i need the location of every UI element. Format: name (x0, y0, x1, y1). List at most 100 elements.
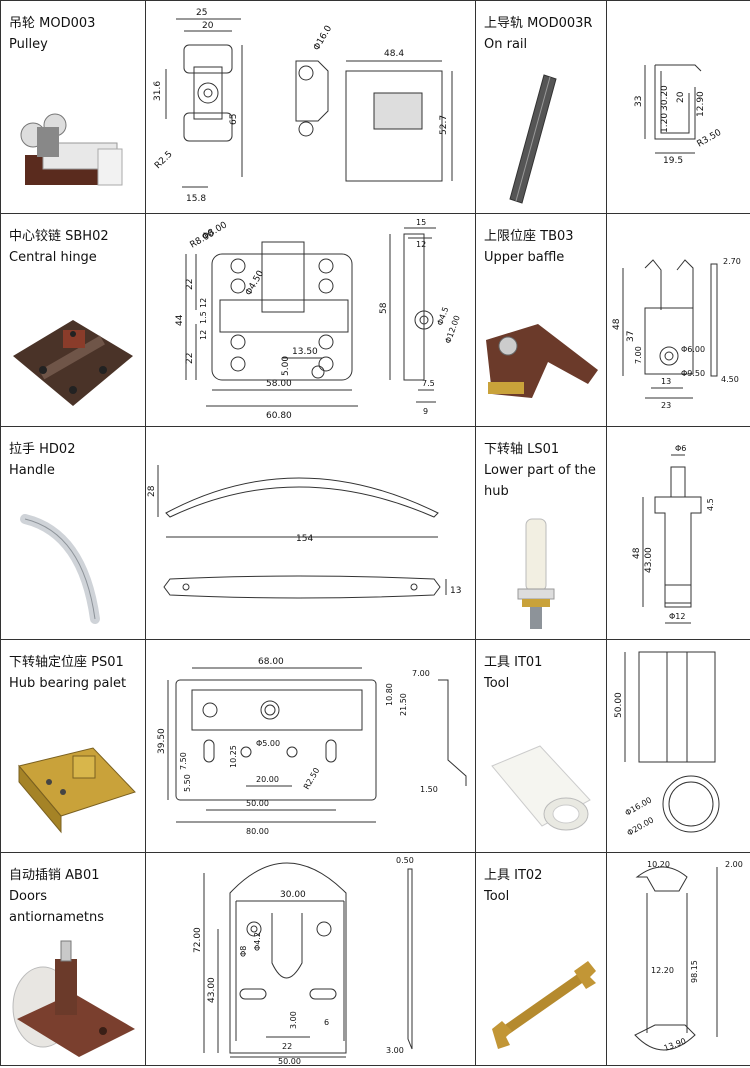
dim-label: 13 (661, 377, 671, 386)
dim-label: 13.90 (663, 1037, 688, 1053)
dim-label: 12 (199, 298, 208, 308)
product-en-name: Lower part of the hub (484, 463, 596, 499)
dim-label: Φ5.00 (256, 739, 280, 748)
dim-label: 98.15 (690, 960, 699, 983)
dim-label: 48 (632, 547, 642, 559)
dim-label: 52.7 (439, 115, 449, 135)
table-row: 自动插销 AB01 Doors antiornametns 0.50 30.00 (0, 852, 750, 1066)
product-cell-pulley: 吊轮 MOD003 Pulley (0, 0, 146, 214)
product-zh-name: 上导轨 MOD003R (484, 16, 593, 31)
product-zh-name: 中心铰链 SBH02 (9, 229, 109, 244)
dim-label: 6 (324, 1018, 329, 1027)
dim-label: 10.20 (647, 860, 670, 869)
dim-label: Φ16.0 (312, 24, 334, 53)
drawing-cell-pulley: 25 20 31.6 65 R2.5 15.8 48.4 Φ16.0 52.7 (145, 0, 476, 214)
dim-label: 7.5 (422, 379, 435, 388)
table-row: 下转轴定位座 PS01 Hub bearing palet 68.00 10.8… (0, 639, 750, 853)
dim-label: 1.5 (199, 311, 208, 324)
dim-label: Φ16.00 (624, 795, 654, 817)
dim-label: 5.50 (183, 774, 192, 792)
product-en-name: Handle (9, 463, 55, 478)
hinge-photo-icon (13, 320, 133, 406)
dim-label: 43.00 (644, 547, 654, 573)
dim-label: Φ12 (669, 612, 685, 621)
drawing-cell-bearing-plate: 68.00 10.80 21.50 39.50 7.50 10.25 Φ5.00… (145, 639, 476, 853)
bearing-plate-photo-icon (18, 747, 136, 834)
dim-label: 58 (379, 302, 389, 314)
dim-label: 12 (199, 330, 208, 340)
product-en-name: Pulley (9, 37, 48, 52)
product-en-name: Upper baffle (484, 250, 565, 265)
dim-label: 28 (147, 485, 157, 497)
tube-tool-photo-icon (491, 745, 591, 831)
wrench-photo-icon (492, 961, 596, 1049)
dim-label: 72.00 (193, 927, 203, 953)
dim-label: 13 (450, 586, 461, 596)
dim-label: Φ4.2 (253, 932, 262, 951)
dim-label: 22 (282, 1042, 292, 1051)
product-zh-name: 上限位座 TB03 (484, 229, 574, 244)
dim-label: Φ8 (239, 946, 248, 957)
product-cell-baffle: 上限位座 TB03 Upper baffle (475, 213, 607, 427)
dim-label: 33 (634, 96, 644, 107)
dim-label: 13.50 (292, 347, 318, 357)
product-cell-handle: 拉手 HD02 Handle (0, 426, 146, 640)
dim-label: 30.20 (660, 85, 670, 111)
handle-photo-icon (20, 514, 100, 624)
product-en-name: Central hinge (9, 250, 97, 265)
product-cell-wrench: 上具 IT02 Tool (475, 852, 607, 1066)
product-cell-rail: 上导轨 MOD003R On rail (475, 0, 607, 214)
dim-label: 25 (196, 8, 207, 18)
dim-label: 10.25 (229, 745, 238, 768)
dim-label: 9 (423, 407, 428, 416)
dim-label: 15.8 (186, 194, 206, 204)
dim-label: Φ4.50 (244, 269, 266, 298)
baffle-photo-icon (486, 324, 598, 398)
product-en-name: Tool (484, 889, 510, 904)
dim-label: 22 (185, 279, 195, 290)
dim-label: 2.00 (725, 860, 743, 869)
table-row: 中心铰链 SBH02 Central hinge Φ8.00 R8.00 (0, 213, 750, 427)
drawing-cell-baffle: 2.70 48 37 7.00 Φ6.00 Φ9.50 13 23 4.50 (606, 213, 750, 427)
dim-label: 1.50 (420, 785, 438, 794)
dim-label: 4.50 (721, 375, 739, 384)
drawing-cell-hub: Φ6 4.5 48 43.00 Φ12 (606, 426, 750, 640)
rail-photo-icon (509, 74, 557, 204)
product-cell-hinge: 中心铰链 SBH02 Central hinge (0, 213, 146, 427)
dim-label: 22 (185, 353, 195, 364)
product-zh-name: 下转轴 LS01 (484, 442, 560, 457)
product-cell-tube-tool: 工具 IT01 Tool (475, 639, 607, 853)
product-zh-name: 工具 IT01 (484, 655, 543, 670)
product-cell-hub: 下转轴 LS01 Lower part of the hub (475, 426, 607, 640)
dim-label: 12 (416, 240, 426, 249)
dim-label: 48.4 (384, 49, 404, 59)
dim-label: 44 (175, 314, 185, 326)
hub-photo-icon (517, 518, 555, 629)
dim-label: 19.5 (663, 156, 683, 166)
dim-label: 20 (202, 21, 214, 31)
drawing-cell-handle: 28 154 13 (145, 426, 476, 640)
dim-label: 3.00 (289, 1011, 298, 1029)
product-en-name: Hub bearing palet (9, 676, 127, 691)
dim-label: 50.00 (614, 692, 624, 718)
dim-label: 0.50 (396, 856, 414, 865)
dim-label: 50.00 (278, 1057, 301, 1065)
dim-label: 4.5 (706, 498, 715, 511)
dim-label: Φ6 (675, 444, 686, 453)
table-row: 拉手 HD02 Handle 28 154 13 下转轴 LS01 Lower … (0, 426, 750, 640)
dim-label: 7.50 (179, 752, 188, 770)
product-en-name: Doors antiornametns (9, 889, 104, 925)
product-zh-name: 吊轮 MOD003 (9, 16, 96, 31)
dim-label: 12.20 (651, 966, 674, 975)
dim-label: 5.00 (281, 356, 291, 376)
dim-label: 21.50 (399, 693, 408, 716)
dim-label: 48 (612, 318, 622, 330)
dim-label: 31.6 (153, 81, 163, 101)
dim-label: 2.70 (723, 257, 741, 266)
product-cell-latch: 自动插销 AB01 Doors antiornametns (0, 852, 146, 1066)
dim-label: 7.00 (634, 346, 643, 364)
product-en-name: Tool (484, 676, 510, 691)
dim-label: 10.80 (385, 683, 394, 706)
dim-label: Φ20.00 (626, 815, 656, 837)
